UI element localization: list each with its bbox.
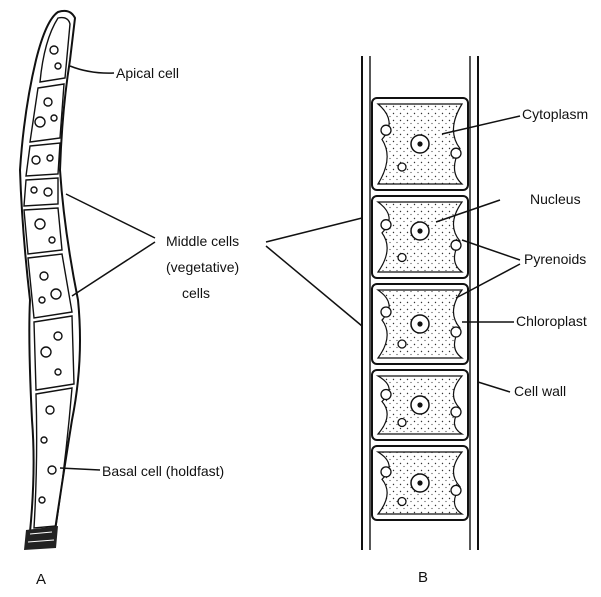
apical-vacuole — [55, 63, 61, 69]
middle-cell — [24, 178, 58, 206]
pyrenoid — [451, 327, 461, 337]
nucleolus — [417, 321, 422, 326]
pyrenoid — [398, 163, 406, 171]
leader-middle-b2 — [266, 246, 362, 326]
label-pyrenoids: Pyrenoids — [524, 251, 586, 267]
label-vegetative: (vegetative) — [166, 259, 239, 275]
leader-middle-2 — [72, 242, 155, 296]
leader-apical — [70, 66, 114, 73]
panel-label-b: B — [418, 569, 428, 586]
apical-vacuole — [50, 46, 58, 54]
pyrenoid — [381, 390, 391, 400]
nucleolus — [417, 402, 422, 407]
label-basal-cell: Basal cell (holdfast) — [102, 463, 224, 479]
middle-cell — [30, 84, 64, 142]
pyrenoid — [398, 340, 406, 348]
pyrenoid — [381, 220, 391, 230]
nucleolus — [417, 228, 422, 233]
leader-middle-b1 — [266, 218, 362, 242]
pyrenoid — [451, 485, 461, 495]
pyrenoid — [381, 307, 391, 317]
leader-basal — [60, 468, 100, 470]
pyrenoid — [398, 498, 406, 506]
leader-pyrenoid-1 — [462, 240, 520, 260]
label-middle-cells: Middle cells — [166, 233, 239, 249]
label-cell-wall: Cell wall — [514, 383, 566, 399]
label-cells: cells — [182, 285, 210, 301]
nucleolus — [417, 141, 422, 146]
pyrenoid — [381, 467, 391, 477]
panel-label-a: A — [36, 571, 46, 588]
middle-cell — [28, 254, 72, 318]
leader-cell-wall — [478, 382, 510, 392]
pyrenoid — [451, 240, 461, 250]
leader-middle-1 — [66, 194, 155, 238]
middle-cell — [34, 316, 74, 390]
pyrenoid — [451, 407, 461, 417]
pyrenoid — [398, 254, 406, 262]
apical-cell — [40, 18, 70, 82]
middle-cell — [26, 143, 60, 176]
filament-organelles — [31, 98, 62, 503]
nucleolus — [417, 480, 422, 485]
pyrenoid — [398, 419, 406, 427]
label-cytoplasm: Cytoplasm — [522, 106, 588, 122]
middle-cell — [24, 208, 62, 254]
pyrenoid — [451, 148, 461, 158]
pyrenoid — [381, 125, 391, 135]
label-chloroplast: Chloroplast — [516, 313, 587, 329]
label-nucleus: Nucleus — [530, 191, 581, 207]
holdfast — [24, 526, 58, 550]
label-apical-cell: Apical cell — [116, 65, 179, 81]
